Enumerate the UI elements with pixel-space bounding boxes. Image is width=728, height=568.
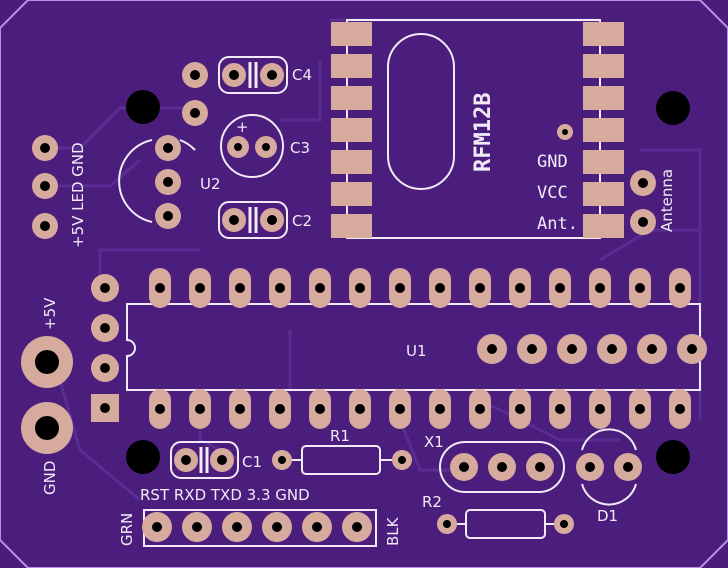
plus5v-label: +5V bbox=[41, 297, 59, 330]
blk-label: BLK bbox=[384, 516, 402, 546]
microcontroller-u1 bbox=[126, 268, 707, 429]
capacitor-c1 bbox=[170, 441, 239, 479]
rfm12b-label: RFM12B bbox=[471, 93, 496, 172]
serial-header-label: RST RXD TXD 3.3 GND bbox=[140, 486, 310, 504]
c2-label: C2 bbox=[292, 212, 312, 230]
r1-label: R1 bbox=[330, 427, 350, 445]
antenna-pads bbox=[630, 170, 656, 235]
c3-label: C3 bbox=[290, 139, 310, 157]
capacitor-c4 bbox=[218, 56, 288, 94]
c1-label: C1 bbox=[242, 453, 262, 471]
c4-label: C4 bbox=[292, 66, 312, 84]
led-d1 bbox=[576, 428, 642, 506]
side-header bbox=[91, 274, 119, 422]
serial-header bbox=[142, 509, 377, 547]
crystal-x1 bbox=[439, 441, 565, 493]
led-header-label: +5V LED GND bbox=[69, 142, 87, 248]
capacitor-c3 bbox=[220, 114, 284, 178]
u1-top-pins bbox=[149, 268, 691, 308]
capacitor-c2 bbox=[218, 201, 288, 239]
resistor-r1 bbox=[272, 445, 412, 475]
mounting-holes bbox=[126, 90, 690, 474]
rfm12b-module bbox=[331, 19, 624, 239]
u1-inner-pads bbox=[477, 334, 707, 364]
resistor-r2 bbox=[437, 509, 574, 539]
ant-pin-label: Ant. bbox=[537, 214, 578, 234]
mounting-hole-bottom-left bbox=[126, 440, 160, 474]
gnd-pin-label: GND bbox=[537, 152, 568, 172]
u2-label: U2 bbox=[200, 175, 221, 193]
regulator-u2 bbox=[118, 62, 208, 229]
mounting-hole-bottom-right bbox=[656, 440, 690, 474]
u1-label: U1 bbox=[406, 342, 427, 360]
u1-bottom-pins bbox=[149, 389, 691, 429]
x1-label: X1 bbox=[424, 433, 444, 451]
r2-label: R2 bbox=[422, 493, 442, 511]
c3-plus: + bbox=[236, 118, 249, 136]
grn-label: GRN bbox=[118, 513, 136, 546]
mounting-hole-top-right bbox=[656, 91, 690, 125]
power-terminals bbox=[21, 336, 73, 454]
d1-label: D1 bbox=[597, 507, 618, 525]
led-header bbox=[32, 135, 58, 239]
mounting-hole-top-left bbox=[126, 90, 160, 124]
gnd-power-label: GND bbox=[41, 461, 59, 495]
vcc-pin-label: VCC bbox=[537, 183, 568, 203]
antenna-label: Antenna bbox=[658, 169, 676, 232]
